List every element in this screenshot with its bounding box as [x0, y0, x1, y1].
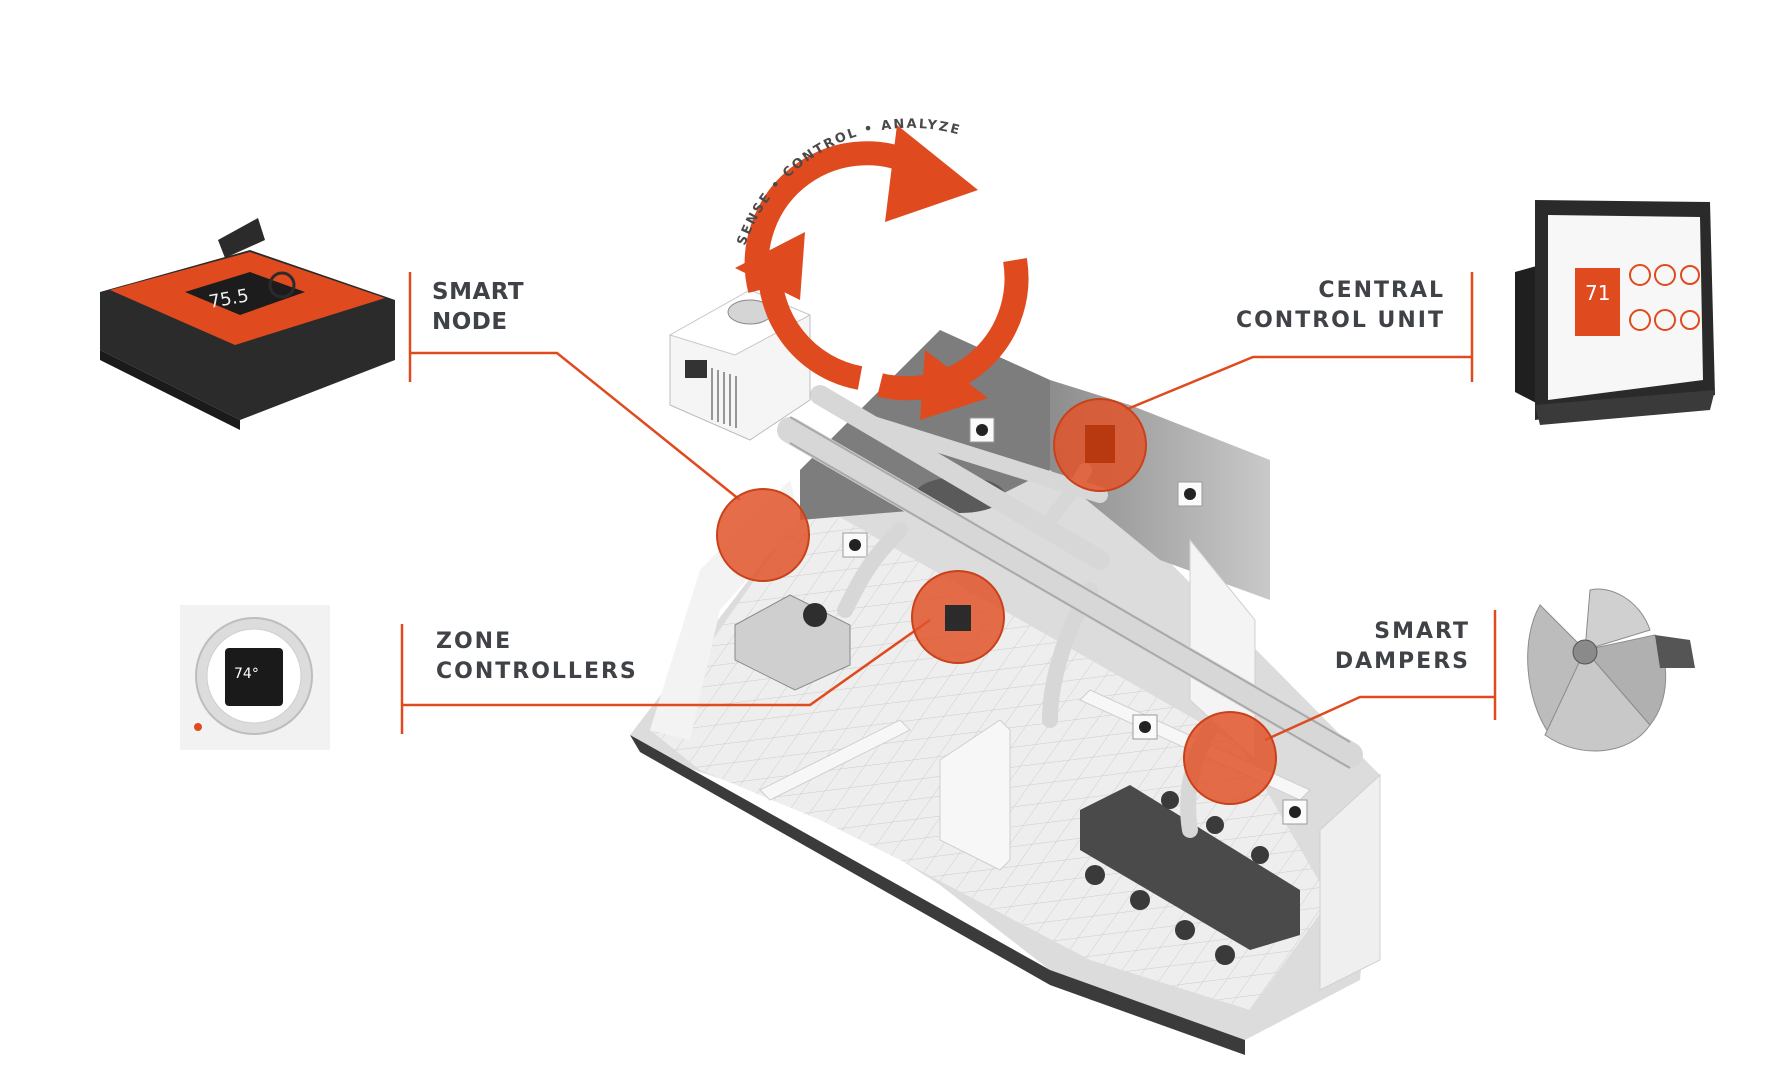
cycle-arrowhead-top [885, 125, 978, 222]
tablet-zone-gauges [1629, 264, 1700, 331]
node-logo-icon [268, 271, 296, 299]
smart-node-label-line2: NODE [432, 309, 508, 335]
zone-controller-mini [945, 605, 971, 631]
central-control-unit-label-line1: CENTRAL [1318, 278, 1445, 303]
conference-chairs [1085, 791, 1269, 965]
damper-highlight [1183, 711, 1277, 805]
zone-controllers-label-line1: ZONE [436, 629, 513, 654]
air-ducts [777, 385, 1363, 838]
front-wall [1319, 773, 1381, 991]
central-unit-mini [1085, 425, 1115, 463]
smart-dampers-label-line2: DAMPERS [1334, 649, 1470, 674]
duct-outline [789, 416, 1351, 769]
slab-edge [630, 735, 1245, 1055]
wall-edge [1270, 455, 1285, 620]
zone-controller-device: 74° [180, 605, 330, 750]
cycle-arrows [735, 125, 1029, 420]
wall-thermostats [842, 417, 1308, 825]
central-control-unit-label-line2: CONTROL UNIT [1235, 308, 1445, 333]
node-screen [185, 272, 305, 315]
central-control-tablet: 71 [1515, 200, 1715, 425]
callout-lines [400, 272, 1497, 742]
central-control-unit-label: CENTRAL CONTROL UNIT [1180, 276, 1445, 336]
antenna [218, 218, 265, 258]
zone-controllers-label: ZONE CONTROLLERS [436, 627, 638, 687]
damper-actuator [1655, 635, 1695, 668]
zone-controllers-label-line2: CONTROLLERS [436, 659, 638, 684]
controller-display-value: 74° [234, 666, 259, 682]
smart-node-label-line1: SMART [432, 279, 525, 305]
partition-wall [939, 719, 1011, 871]
partition-wall [759, 719, 911, 801]
status-led [194, 723, 202, 731]
tablet-screen [1548, 215, 1703, 400]
highlight-circles [716, 398, 1277, 805]
tablet-display-value: 71 [1585, 281, 1610, 305]
conference-table [1080, 785, 1300, 950]
smart-damper-device [1527, 588, 1695, 752]
smart-node-device: 75.5 [100, 218, 395, 430]
smart-node-label: SMART NODE [432, 277, 524, 337]
office-chair [803, 603, 827, 627]
building-cutaway [630, 330, 1381, 1055]
damper-hub [1572, 639, 1598, 665]
unit-vents [711, 368, 737, 428]
cycle-arrowhead-bottom [920, 350, 988, 420]
tablet-setpoint-tile [1575, 268, 1620, 336]
controller-screen [225, 648, 283, 706]
smart-dampers-label: SMART DAMPERS [1300, 617, 1470, 677]
unit-panel [685, 360, 707, 378]
smart-dampers-label-line1: SMART [1374, 619, 1470, 644]
cycle-arrowhead-left [735, 232, 805, 300]
smart-node-highlight [716, 488, 810, 582]
